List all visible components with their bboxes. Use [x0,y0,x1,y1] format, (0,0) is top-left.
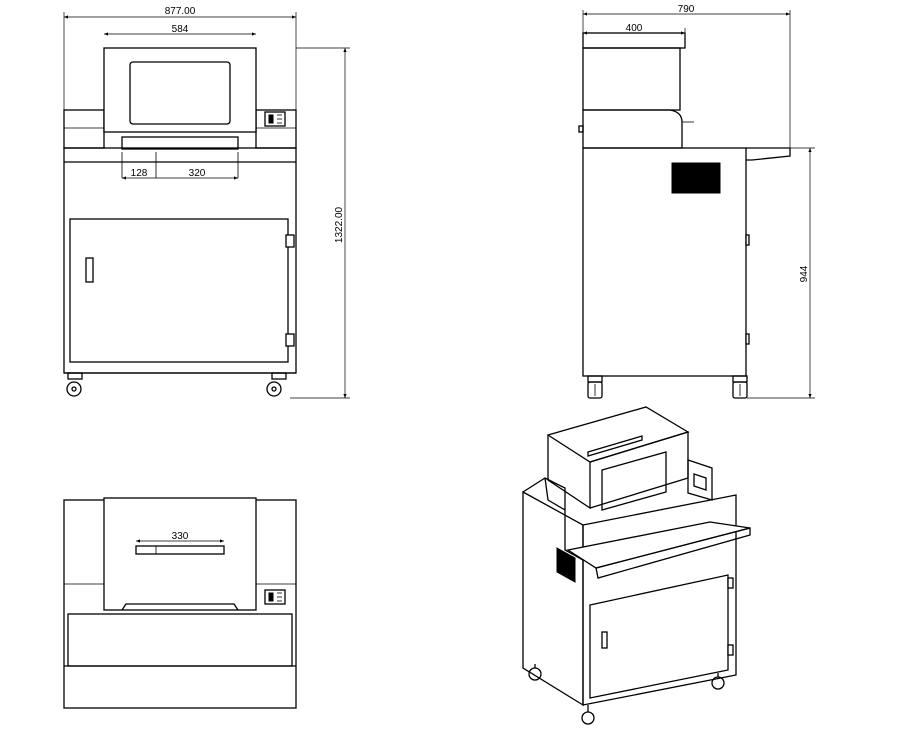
dim-slot-length: 330 [172,531,189,542]
dim-overall-depth: 790 [678,4,695,15]
dim-slot-left: 128 [131,168,148,179]
dim-body-height: 944 [799,265,810,282]
dim-overall-height: 1322.00 [334,206,345,243]
dim-slot-right: 320 [189,168,206,179]
side-view: 790 400 944 [578,4,815,399]
dim-top-box-depth: 400 [626,23,643,34]
isometric-view [522,406,751,725]
dim-overall-width: 877.00 [165,6,196,17]
dim-top-box-width: 584 [172,24,189,35]
top-view: 330 [63,497,297,709]
front-view: 877.00 584 128 320 1322.00 [63,6,350,399]
